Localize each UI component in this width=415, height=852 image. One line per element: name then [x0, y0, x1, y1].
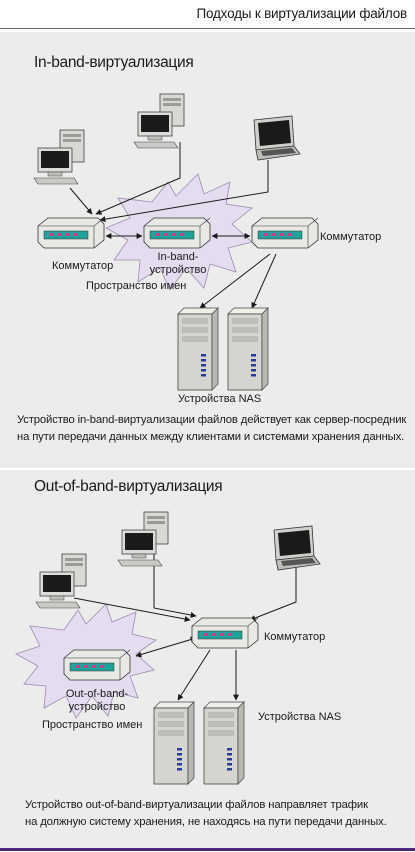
nas-label: Устройства NAS — [178, 393, 261, 405]
laptop-icon — [253, 115, 301, 161]
header-bar: Подходы к виртуализации файлов — [0, 0, 415, 29]
outband-title: Out-of-band-виртуализация — [34, 478, 223, 495]
switch-icon — [191, 617, 259, 649]
caption-line: Устройство in-band-виртуализации файлов … — [17, 414, 407, 426]
nas-label: Устройства NAS — [258, 711, 341, 723]
caption-line: на пути передачи данных между клиентами … — [17, 431, 405, 443]
device-label: In-band- — [158, 251, 199, 263]
nas-device-icon — [227, 307, 269, 391]
nas-device-icon — [203, 701, 245, 785]
namespace-label: Пространство имен — [42, 719, 142, 731]
switch-label: Коммутатор — [320, 231, 381, 243]
switch-label: Коммутатор — [264, 631, 325, 643]
switch-icon — [37, 217, 105, 249]
inband-caption: Устройство in-band-виртуализации файлов … — [17, 412, 406, 446]
nas-device-icon — [177, 307, 219, 391]
namespace-label: Пространство имен — [86, 280, 186, 292]
inband-diagram: Коммутатор In-band- устройство Коммутато… — [33, 93, 381, 405]
header-title: Подходы к виртуализации файлов — [196, 6, 407, 21]
desktop-computer-icon — [133, 93, 185, 149]
desktop-computer-icon — [117, 511, 169, 567]
device-label: Out-of-band- — [66, 688, 129, 700]
outband-panel: Out-of-band-виртуализация — [0, 470, 415, 851]
inband-panel: In-band-виртуализация — [0, 32, 415, 468]
switch-icon — [251, 217, 319, 249]
laptop-icon — [273, 525, 321, 571]
outband-device-icon — [63, 649, 131, 681]
desktop-computer-icon — [35, 553, 87, 609]
switch-label: Коммутатор — [52, 260, 113, 272]
nas-device-icon — [153, 701, 195, 785]
inband-device-icon — [143, 217, 211, 249]
outband-caption: Устройство out-of-band-виртуализации фай… — [25, 797, 387, 831]
caption-line: на должную систему хранения, не находясь… — [25, 816, 387, 828]
device-label: устройство — [69, 701, 126, 713]
device-label: устройство — [150, 264, 207, 276]
desktop-computer-icon — [33, 129, 85, 185]
caption-line: Устройство out-of-band-виртуализации фай… — [25, 799, 368, 811]
outband-diagram: Коммутатор Out-of-band- устройство Прост… — [15, 511, 341, 785]
inband-title: In-band-виртуализация — [34, 54, 194, 71]
